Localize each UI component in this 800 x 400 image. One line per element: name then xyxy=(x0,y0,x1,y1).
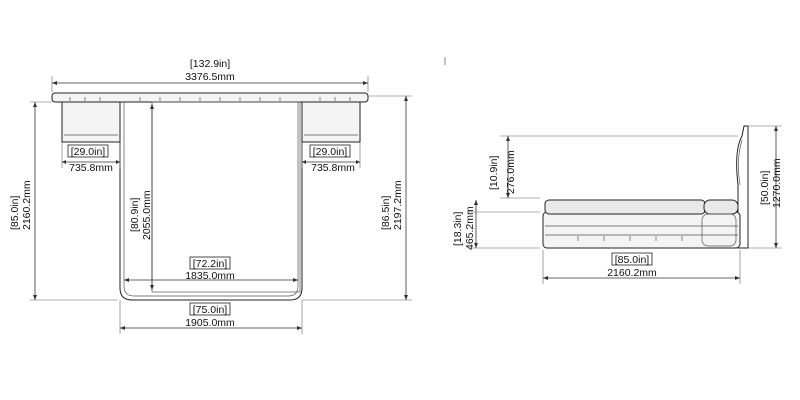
bed-frame xyxy=(119,102,303,301)
mattress-side xyxy=(544,199,706,215)
bed-width-imperial: [75.0in] xyxy=(193,304,228,316)
overall-length-imperial: [86.5in] xyxy=(380,195,392,230)
headboard-bar xyxy=(51,92,369,103)
top-view: [132.9in] 3376.5mm [29.0in] 735.8mm [29.… xyxy=(9,58,412,334)
headboard-slots xyxy=(69,97,351,101)
mattress-length-imperial: [80.9in] xyxy=(129,197,141,232)
bed-length-imperial: [85.0in] xyxy=(9,195,21,230)
nightstand-left-imperial: [29.0in] xyxy=(71,146,106,158)
mattress-width-metric: 1835.0mm xyxy=(185,270,235,282)
side-length-imperial: [85.0in] xyxy=(615,254,650,266)
headboard-top-height-metric: 276.0mm xyxy=(505,150,517,194)
overall-width-imperial: [132.9in] xyxy=(190,58,230,70)
mattress-length-metric: 2055.0mm xyxy=(141,190,153,240)
overall-width-metric: 3376.5mm xyxy=(185,71,235,83)
bed-width-metric: 1905.0mm xyxy=(185,317,235,329)
nightstand-right-imperial: [29.0in] xyxy=(313,146,348,158)
headboard-top-height-imperial: [10.9in] xyxy=(488,155,500,190)
frame-height-metric: 465.2mm xyxy=(464,206,476,250)
frame-height-imperial: [18.3in] xyxy=(452,211,464,246)
nightstand-left xyxy=(61,101,121,143)
headboard-height-imperial: [50.0in] xyxy=(759,170,771,205)
nightstand-right-metric: 735.8mm xyxy=(311,162,355,174)
headboard-height-metric: 1270.0mm xyxy=(771,158,783,208)
side-view: [10.9in] 276.0mm [18.3in] 465.2mm [50.0i… xyxy=(452,125,783,284)
overall-length-metric: 2197.2mm xyxy=(392,180,404,230)
base-slots xyxy=(577,236,683,241)
headboard-side xyxy=(736,125,749,249)
side-length-metric: 2160.2mm xyxy=(607,267,657,279)
nightstand-right xyxy=(301,101,361,143)
bed-base-side xyxy=(542,211,741,249)
mattress-width-imperial: [72.2in] xyxy=(193,258,228,270)
nightstand-left-metric: 735.8mm xyxy=(69,162,113,174)
bed-length-metric: 2160.2mm xyxy=(21,180,33,230)
